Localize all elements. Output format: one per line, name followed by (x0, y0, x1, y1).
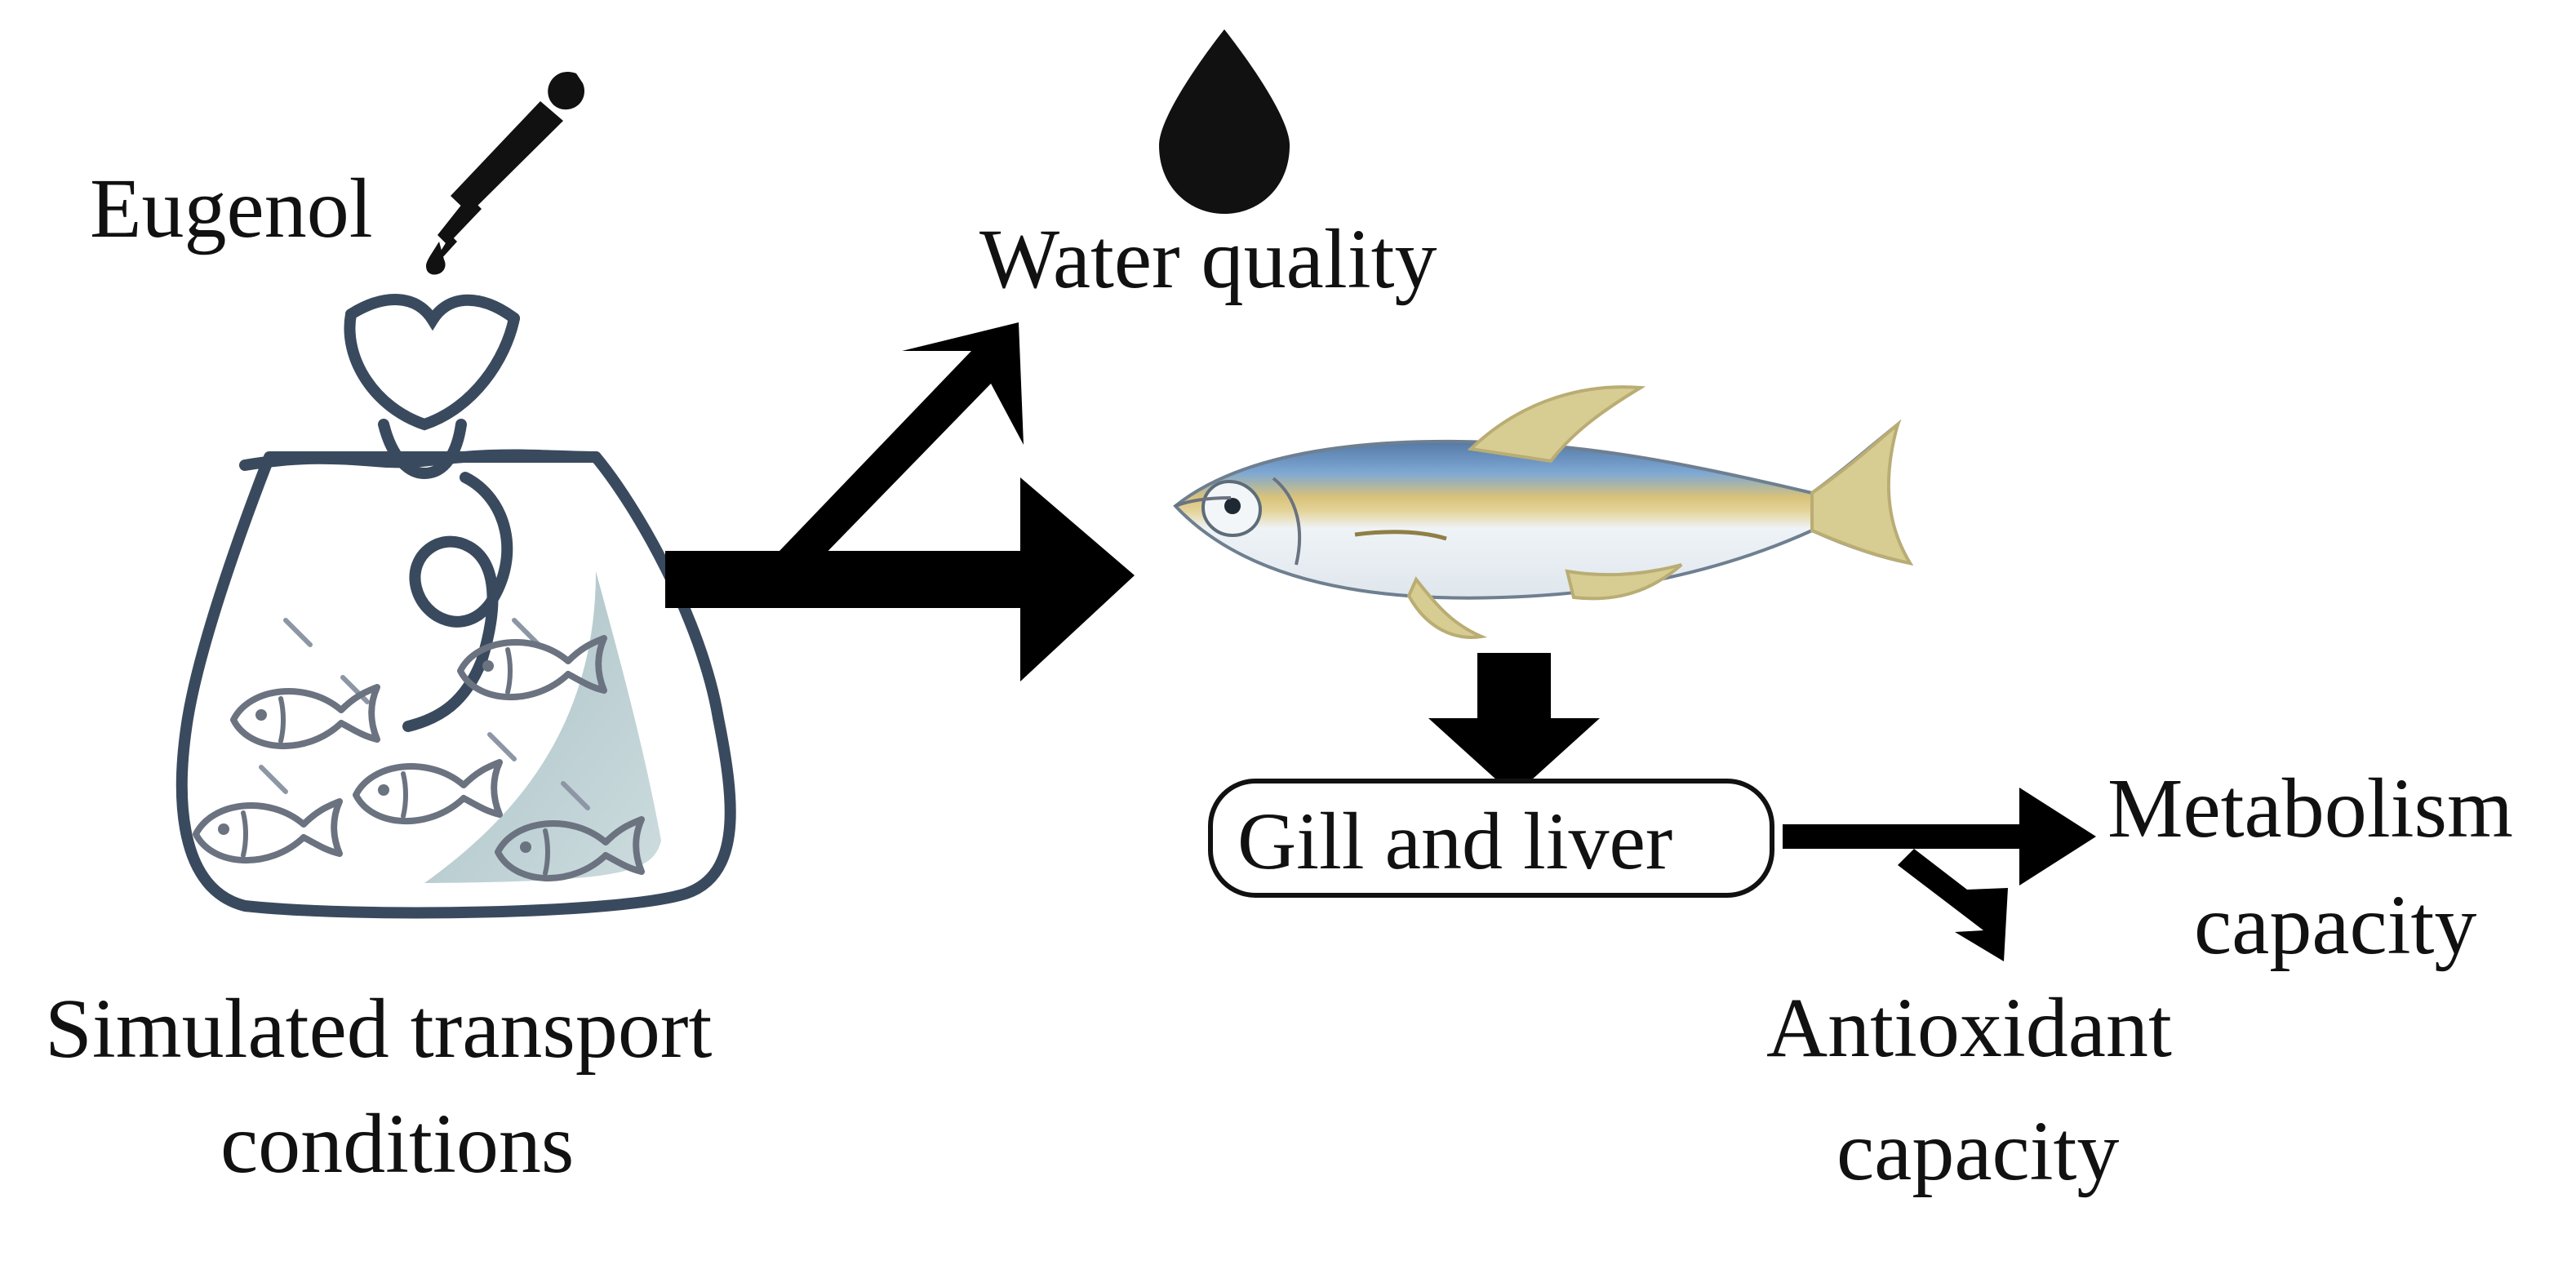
water-quality-arrow (779, 322, 1024, 563)
gill-liver-label: Gill and liver (1237, 796, 1672, 886)
transport-label-line1: Simulated transport (45, 982, 713, 1076)
antioxidant-label-line2: capacity (1837, 1104, 2119, 1198)
water-drop-icon (1159, 29, 1290, 214)
yellowtail-fish-icon (1173, 385, 1914, 639)
transport-arrow (665, 477, 1135, 681)
metabolism-label-line2: capacity (2194, 878, 2476, 972)
metabolism-label-line1: Metabolism (2107, 761, 2513, 855)
bag-fish-group (193, 635, 645, 881)
small-fish-icon (230, 684, 380, 749)
metabolism-arrow (1783, 788, 2096, 886)
gill-liver-box (1208, 779, 1774, 898)
antioxidant-arrow (1898, 849, 2008, 961)
small-fish-icon (193, 798, 343, 863)
small-fish-icon (353, 759, 503, 824)
down-arrow (1428, 653, 1600, 796)
small-fish-icon (495, 816, 645, 881)
dropper-icon (426, 71, 584, 275)
eugenol-label: Eugenol (90, 162, 373, 255)
small-fish-icon (457, 635, 607, 700)
water-quality-label: Water quality (979, 212, 1437, 306)
transport-bag-icon (175, 294, 736, 919)
transport-label-line2: conditions (220, 1097, 574, 1191)
antioxidant-label-line1: Antioxidant (1766, 981, 2172, 1075)
